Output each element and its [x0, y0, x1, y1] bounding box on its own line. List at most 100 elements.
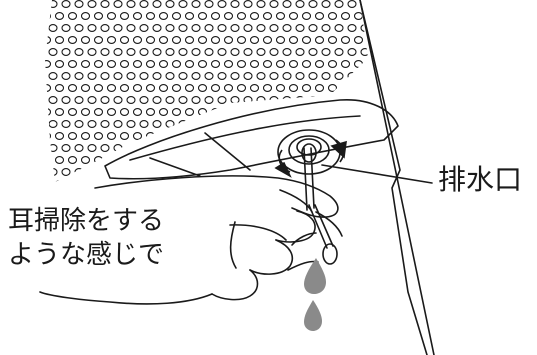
perforation-hole: [67, 12, 78, 20]
perforation-hole: [67, 156, 78, 164]
perforation-hole: [126, 120, 136, 128]
perforation-hole: [36, 121, 44, 128]
perforation-hole: [210, 36, 221, 44]
perforation-hole: [184, 12, 195, 20]
perforation-hole: [295, 72, 305, 80]
perforation-hole: [192, 193, 200, 200]
perforation-hole: [236, 108, 247, 116]
perforation-hole: [353, 156, 364, 164]
perforation-hole: [295, 48, 305, 56]
perforation-hole: [295, 0, 305, 8]
perforation-hole: [153, 193, 161, 200]
perforation-hole: [36, 193, 44, 200]
perforation-hole: [178, 96, 188, 104]
perforation-hole: [314, 36, 325, 44]
perforation-hole: [171, 108, 182, 116]
perforation-hole: [93, 12, 104, 20]
perforation-hole: [282, 48, 292, 56]
perforation-hole: [132, 132, 143, 140]
perforation-hole: [165, 168, 175, 176]
perforated-panel: [36, 0, 376, 212]
perforation-hole: [184, 180, 195, 182]
drain-label: 排水口: [438, 163, 523, 196]
perforation-hole: [74, 144, 84, 152]
perforation-hole: [335, 193, 343, 200]
perforation-hole: [67, 132, 78, 140]
perforation-hole: [308, 0, 318, 8]
perforation-hole: [327, 12, 338, 20]
perforation-hole: [210, 60, 221, 68]
perforation-hole: [74, 24, 84, 32]
perforation-hole: [204, 96, 214, 104]
perforation-hole: [61, 48, 71, 56]
perforation-hole: [119, 108, 130, 116]
perforation-hole: [256, 72, 266, 80]
perforation-hole: [178, 48, 188, 56]
perforation-hole: [106, 36, 117, 44]
perforation-hole: [191, 48, 201, 56]
perforation-hole: [106, 12, 117, 20]
perforation-hole: [179, 193, 187, 200]
perforation-hole: [114, 193, 122, 200]
perforation-hole: [100, 24, 110, 32]
perforation-hole: [243, 48, 253, 56]
perforation-hole: [145, 84, 156, 92]
perforation-hole: [334, 168, 344, 176]
perforation-hole: [74, 168, 84, 176]
perforation-hole: [243, 72, 253, 80]
perforation-hole: [165, 24, 175, 32]
perforation-hole: [217, 96, 227, 104]
perforation-hole: [353, 108, 364, 116]
perforation-hole: [230, 48, 240, 56]
perforation-hole: [67, 84, 78, 92]
perforation-hole: [54, 180, 65, 182]
perforation-hole: [347, 120, 357, 128]
perforation-hole: [87, 24, 97, 32]
perforation-hole: [93, 84, 104, 92]
perforation-hole: [139, 72, 149, 80]
perforation-hole: [256, 24, 266, 32]
perforation-hole: [353, 36, 364, 44]
perforation-hole: [61, 72, 71, 80]
perforation-hole: [113, 120, 123, 128]
perforation-hole: [217, 48, 227, 56]
perforation-hole: [282, 0, 292, 8]
perforation-hole: [119, 60, 130, 68]
perforation-hole: [218, 193, 226, 200]
perforation-hole: [368, 205, 376, 212]
perforation-hole: [366, 12, 368, 20]
perforation-hole: [45, 132, 52, 140]
perforation-hole: [191, 96, 201, 104]
perforation-hole: [212, 205, 220, 212]
perforation-hole: [197, 36, 208, 44]
perforation-hole: [171, 60, 182, 68]
perforation-hole: [171, 36, 182, 44]
perforation-hole: [132, 84, 143, 92]
perforation-hole: [243, 144, 253, 152]
perforation-hole: [139, 120, 149, 128]
perforation-hole: [295, 96, 305, 104]
perforation-hole: [132, 12, 143, 20]
perforation-hole: [152, 144, 162, 152]
perforation-hole: [139, 96, 149, 104]
perforation-hole: [74, 120, 84, 128]
perforation-hole: [249, 36, 260, 44]
perforation-hole: [36, 49, 44, 56]
perforation-hole: [36, 97, 44, 104]
perforation-hole: [223, 36, 234, 44]
perforation-hole: [48, 120, 58, 128]
perforation-hole: [152, 24, 162, 32]
perforation-hole: [165, 120, 175, 128]
perforation-hole: [100, 96, 110, 104]
drain-tray: [104, 99, 399, 180]
perforation-hole: [301, 36, 312, 44]
perforation-hole: [361, 193, 369, 200]
perforation-hole: [314, 84, 325, 92]
perforation-hole: [230, 144, 240, 152]
perforation-hole: [165, 96, 175, 104]
perforation-hole: [184, 60, 195, 68]
perforation-hole: [80, 84, 91, 92]
instruction-caption: 耳掃除をする ような感じで: [8, 204, 164, 272]
perforation-hole: [210, 12, 221, 20]
